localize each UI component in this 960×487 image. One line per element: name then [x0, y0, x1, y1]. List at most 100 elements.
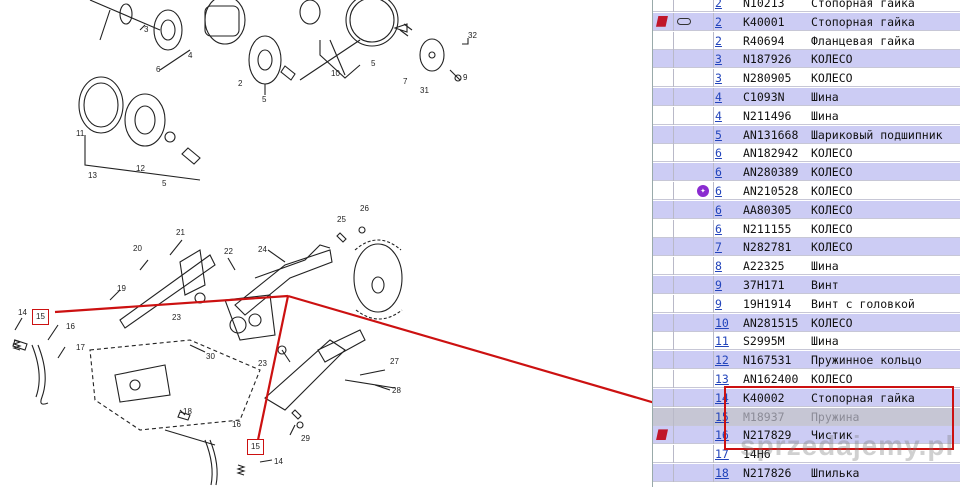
marker-cell: [653, 257, 674, 276]
reference-link[interactable]: 2: [715, 0, 722, 10]
marker-cell: [653, 313, 674, 332]
link-cell: [673, 332, 714, 351]
marker-cell: [653, 88, 674, 106]
callout-label: 20: [133, 244, 142, 253]
reference-link[interactable]: 10: [715, 315, 729, 330]
part-name: Шина: [811, 108, 839, 123]
new-part-star-icon[interactable]: ✦: [697, 185, 709, 197]
callout-label: 3: [144, 25, 149, 34]
part-number: AA80305: [743, 202, 792, 217]
part-name: Шариковый подшипник: [811, 127, 943, 142]
reference-link[interactable]: 6: [715, 184, 722, 198]
reference-link[interactable]: 9: [715, 296, 722, 311]
part-number: 14H6: [743, 447, 771, 462]
part-name: КОЛЕСО: [811, 221, 853, 236]
callout-label: 21: [176, 228, 185, 237]
parts-diagram: 3 4 6 2 5 10 7 5 32 31 9 11 12 13 5 26 2…: [12, 0, 652, 486]
part-number: N282781: [743, 240, 792, 255]
reference-link[interactable]: 6: [715, 221, 722, 236]
link-cell: [673, 257, 714, 276]
part-name: Стопорная гайка: [811, 390, 915, 405]
callout-label: 5: [371, 59, 376, 68]
reference-link[interactable]: 3: [715, 52, 722, 67]
reference-link[interactable]: 17: [715, 447, 729, 462]
callout-label: 5: [162, 179, 167, 188]
part-name: Шина: [811, 259, 839, 274]
note-icon[interactable]: [656, 15, 668, 27]
reference-link[interactable]: 12: [715, 353, 729, 368]
parts-row[interactable]: 4 N211496 Шина: [653, 106, 960, 125]
reference-link[interactable]: 8: [715, 259, 722, 274]
reference-link[interactable]: 4: [715, 108, 722, 123]
parts-row[interactable]: 7 N282781 КОЛЕСО: [653, 238, 960, 257]
chain-link-icon[interactable]: [677, 17, 691, 25]
reference-link[interactable]: 3: [715, 71, 722, 86]
callout-label: 12: [136, 164, 145, 173]
reference-link[interactable]: 4: [715, 90, 722, 104]
marker-cell: [653, 50, 674, 69]
callout-label: 22: [224, 247, 233, 256]
reference-link[interactable]: 2: [715, 33, 722, 48]
link-cell: [673, 426, 714, 445]
part-number: C1093N: [743, 90, 785, 104]
reference-link[interactable]: 2: [715, 14, 722, 29]
callout-label: 23: [258, 359, 267, 368]
marker-cell: [653, 407, 674, 426]
marker-cell: [653, 125, 674, 144]
part-number: S2995M: [743, 334, 785, 349]
reference-link[interactable]: 13: [715, 372, 729, 386]
callout-label: 24: [258, 245, 267, 254]
part-number: AN280389: [743, 165, 799, 180]
link-cell: [673, 238, 714, 257]
reference-link[interactable]: 18: [715, 466, 729, 480]
part-number: N217829: [743, 428, 792, 443]
reference-link[interactable]: 6: [715, 165, 722, 180]
marker-cell: [653, 200, 674, 219]
reference-link[interactable]: 5: [715, 127, 722, 142]
marker-cell: [653, 219, 674, 238]
link-cell: ✦: [673, 182, 714, 200]
marker-cell: [653, 238, 674, 257]
link-cell: [673, 163, 714, 182]
callout-label: 23: [172, 313, 181, 322]
callout-label: 14: [18, 308, 27, 317]
part-number: M18937: [743, 409, 785, 424]
part-name: КОЛЕСО: [811, 240, 853, 255]
link-cell: [673, 12, 714, 31]
marker-cell: [653, 0, 674, 12]
reference-link[interactable]: 9: [715, 278, 722, 292]
reference-link[interactable]: 11: [715, 334, 729, 349]
link-cell: [673, 31, 714, 50]
note-icon[interactable]: [656, 429, 668, 441]
marker-cell: [653, 464, 674, 482]
part-number: N211496: [743, 108, 792, 123]
watermark: sprzedajemy.pl: [740, 430, 955, 461]
reference-link[interactable]: 7: [715, 240, 722, 255]
diagram-drawing: [12, 0, 652, 486]
reference-link[interactable]: 6: [715, 202, 722, 217]
reference-link[interactable]: 6: [715, 146, 722, 161]
